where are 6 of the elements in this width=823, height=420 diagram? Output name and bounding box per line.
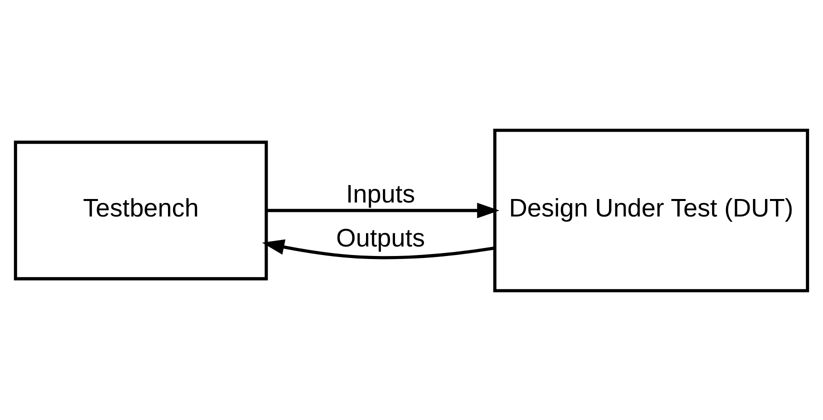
arrow xyxy=(266,202,500,218)
node-box: Design Under Test (DUT) xyxy=(493,128,810,292)
node-box: Testbench xyxy=(14,140,268,280)
edge-label: Outputs xyxy=(336,224,425,252)
edge-label: Inputs xyxy=(346,180,416,208)
arrow xyxy=(262,238,495,259)
